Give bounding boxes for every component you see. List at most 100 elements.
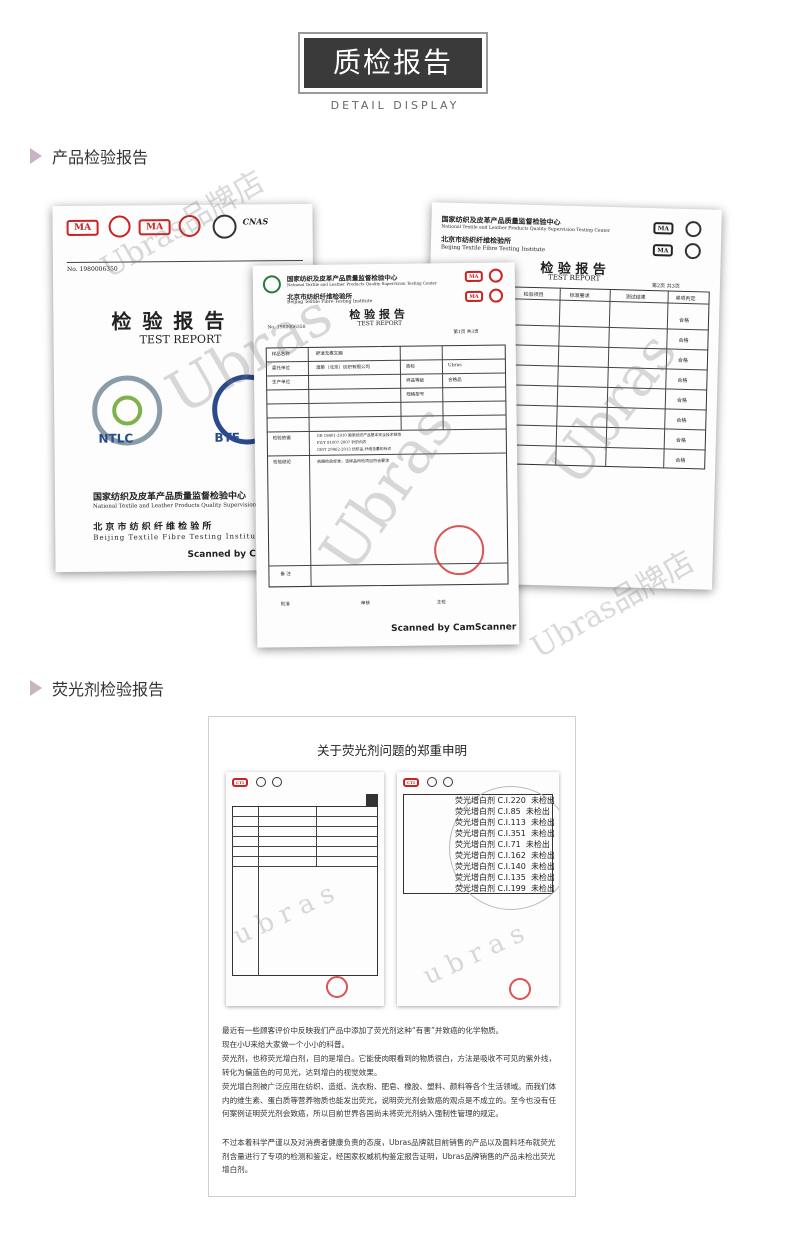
applicant-label: 委托单位	[271, 366, 290, 372]
fluorescent-row: 荧光增白剂 C.I.351 未检出	[455, 829, 555, 838]
section-heading-fluorescent-report: 荧光剂检验报告	[30, 676, 164, 700]
row-line	[232, 816, 378, 817]
verdict-cell: 合格	[675, 437, 686, 444]
scanner-watermark: Scanned by CamScanner	[391, 622, 517, 634]
inst-name-cn: 北 京 市 纺 织 纤 维 检 验 所	[93, 521, 212, 533]
col-header-result: 测试结果	[625, 294, 646, 301]
col-line	[316, 806, 317, 866]
col-header-item: 检验项目	[523, 291, 544, 299]
col-header-verdict: 单项判定	[675, 295, 696, 303]
report-doc-middle: 国家纺织及皮革产品质量监督检验中心 National Textile and L…	[252, 262, 520, 648]
fluorescent-row: 荧光增白剂 C.I.71 未检出	[455, 840, 550, 849]
fluorescent-row: 荧光增白剂 C.I.140 未检出	[455, 862, 555, 871]
header-frame	[298, 32, 488, 94]
fluorescent-row: 荧光增白剂 C.I.199 未检出	[455, 884, 555, 893]
statement-paragraph: 最近有一些顾客评价中反映我们产品中添加了荧光剂这种“有害”并致癌的化学物质。	[222, 1026, 504, 1035]
row-line	[232, 866, 378, 867]
verdict-cell: 合格	[677, 377, 688, 385]
cma-logo-2: MA	[138, 219, 171, 236]
btf-logo-text: BTF	[214, 430, 241, 445]
cert-logo-2-icon	[443, 777, 453, 787]
fluorescent-row: 荧光增白剂 C.I.220 未检出	[455, 796, 555, 805]
report-title-en: TEST REPORT	[357, 319, 403, 328]
cti-logo: CTI	[403, 778, 419, 787]
fluorescent-report-right: CTI	[397, 772, 559, 1006]
red-seal-stamp	[509, 978, 531, 1000]
cma-logo-2: MA	[465, 290, 484, 303]
org-name-en: National Textile and Leather Products Qu…	[286, 280, 437, 288]
row-line	[232, 856, 378, 857]
report-title-en: TEST REPORT	[139, 332, 222, 347]
cert-logo-icon	[427, 777, 437, 787]
standard-line-2: FZ/T 81007-2007 针织内衣	[316, 439, 367, 445]
fluorescent-report-left: CTI	[226, 772, 384, 1006]
section-title: 产品检验报告	[52, 148, 149, 167]
typed-label: 主检	[436, 600, 446, 606]
cnas-globe-icon	[212, 214, 237, 239]
standards-label: 检验依据	[272, 436, 291, 442]
fluorescent-row: 荧光增白剂 C.I.85 未检出	[455, 807, 550, 816]
fluorescent-row: 荧光增白剂 C.I.113 未检出	[455, 818, 555, 827]
report-title-en: TEST REPORT	[547, 273, 601, 283]
section-heading-product-report: 产品检验报告	[30, 144, 148, 168]
report-number: No. 1980006350	[66, 265, 118, 274]
cal-logo-2-icon	[488, 288, 504, 303]
statement-paragraph: 荧光增白剂被广泛应用在纺织、造纸、洗衣粉、肥皂、橡胶、塑料、颜料等各个生活领域。…	[222, 1082, 557, 1119]
institute-logo-icon	[262, 275, 282, 294]
fluorescent-row: 荧光增白剂 C.I.162 未检出	[455, 851, 555, 860]
sample-name-label: 样品名称	[271, 352, 290, 358]
verdict-cell: 合格	[678, 317, 690, 325]
red-seal-stamp	[326, 976, 348, 998]
verdict-cell: 合格	[675, 457, 686, 464]
triangle-bullet-icon	[30, 680, 42, 696]
ntlc-inner-icon	[112, 395, 143, 426]
statement-title: 关于荧光剂问题的郑重申明	[316, 743, 467, 758]
trademark-label: 商标	[405, 364, 415, 370]
cma-logo: MA	[66, 219, 99, 237]
inst-name-en: Beijing Textile Fibre Testing Institute	[287, 299, 373, 306]
page-number: 第2页 共3页	[651, 283, 680, 290]
cert-logo-2-icon	[272, 777, 282, 787]
inst-name-en: Beijing Textile Fibre Testing Institute	[93, 532, 265, 542]
standard-line-3: GB/T 29862-2013 纺织品 纤维含量的标识	[316, 445, 392, 452]
qr-code-icon	[366, 794, 378, 806]
verdict-cell: 合格	[677, 357, 689, 365]
cal-logo-2-icon	[178, 214, 201, 238]
verdict-cell: 合格	[676, 417, 687, 425]
fluorescent-row: 荧光增白剂 C.I.135 未检出	[455, 873, 555, 882]
cal-logo-2-icon	[684, 242, 702, 260]
statement-paragraph: 荧光剂，也称荧光增白剂，目的是增白。它能使肉眼看到的物质很白，方法是吸收不可见的…	[222, 1054, 557, 1077]
applicant-value: 澳策（北京）纺织有限公司	[315, 365, 370, 371]
org-name-en: National Textile and Leather Products Qu…	[441, 224, 611, 234]
result-value: 依据检验标准，该样品所检项目符合要求	[317, 457, 390, 464]
cal-logo-icon	[685, 220, 702, 238]
standard-line-1: GB 18401-2010 国家纺织产品基本安全技术规范	[316, 431, 402, 438]
report-table	[232, 806, 378, 976]
remarks-label: 备 注	[280, 572, 291, 578]
cma-logo: MA	[653, 222, 674, 235]
inspected-label: 审核	[360, 601, 370, 607]
section-title: 荧光剂检验报告	[52, 680, 165, 699]
cma-logo-2: MA	[652, 244, 673, 257]
col-line	[258, 806, 259, 976]
cti-logo: CTI	[232, 778, 248, 787]
result-label: 检验结论	[273, 460, 292, 466]
row-line	[232, 846, 378, 847]
grade-label: 样品等级	[406, 378, 425, 384]
org-name-cn: 国家纺织及皮革产品质量监督检验中心	[92, 491, 247, 503]
verdict-cell: 合格	[678, 337, 689, 345]
verdict-cell: 合格	[676, 397, 688, 405]
report-title-cn: 检 验 报 告	[111, 308, 227, 334]
ntlc-logo-text: NTLC	[98, 431, 134, 446]
trademark-value: Ubras	[447, 363, 462, 369]
row-line	[232, 826, 378, 827]
manufacturer-label: 生产单位	[272, 380, 291, 386]
cal-logo-icon	[108, 215, 131, 238]
statement-paragraph: 不过本着科学严谨以及对消费者健康负责的态度，Ubras品牌就目前销售的产品以及面…	[222, 1138, 556, 1175]
triangle-bullet-icon	[30, 148, 42, 164]
spec-label: 规格型号	[406, 392, 425, 398]
magnifier-circle	[449, 786, 559, 910]
col-header-standard: 标准要求	[569, 292, 590, 300]
inst-name-en: Beijing Textile Fibre Testing Institute	[440, 244, 546, 254]
page-subtitle: DETAIL DISPLAY	[330, 99, 460, 112]
